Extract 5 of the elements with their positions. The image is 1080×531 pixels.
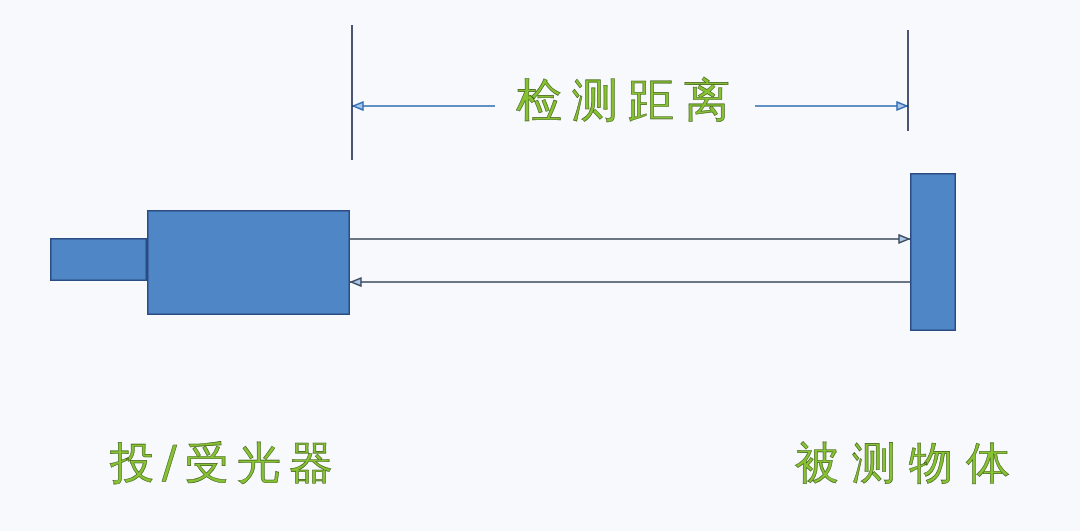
arrow <box>349 277 911 287</box>
dimension-label: 检测距离 <box>516 77 740 123</box>
sensor-caption: 投/受光器 <box>110 441 341 485</box>
target-caption: 被测物体 <box>795 441 1023 485</box>
arrow <box>349 234 911 244</box>
